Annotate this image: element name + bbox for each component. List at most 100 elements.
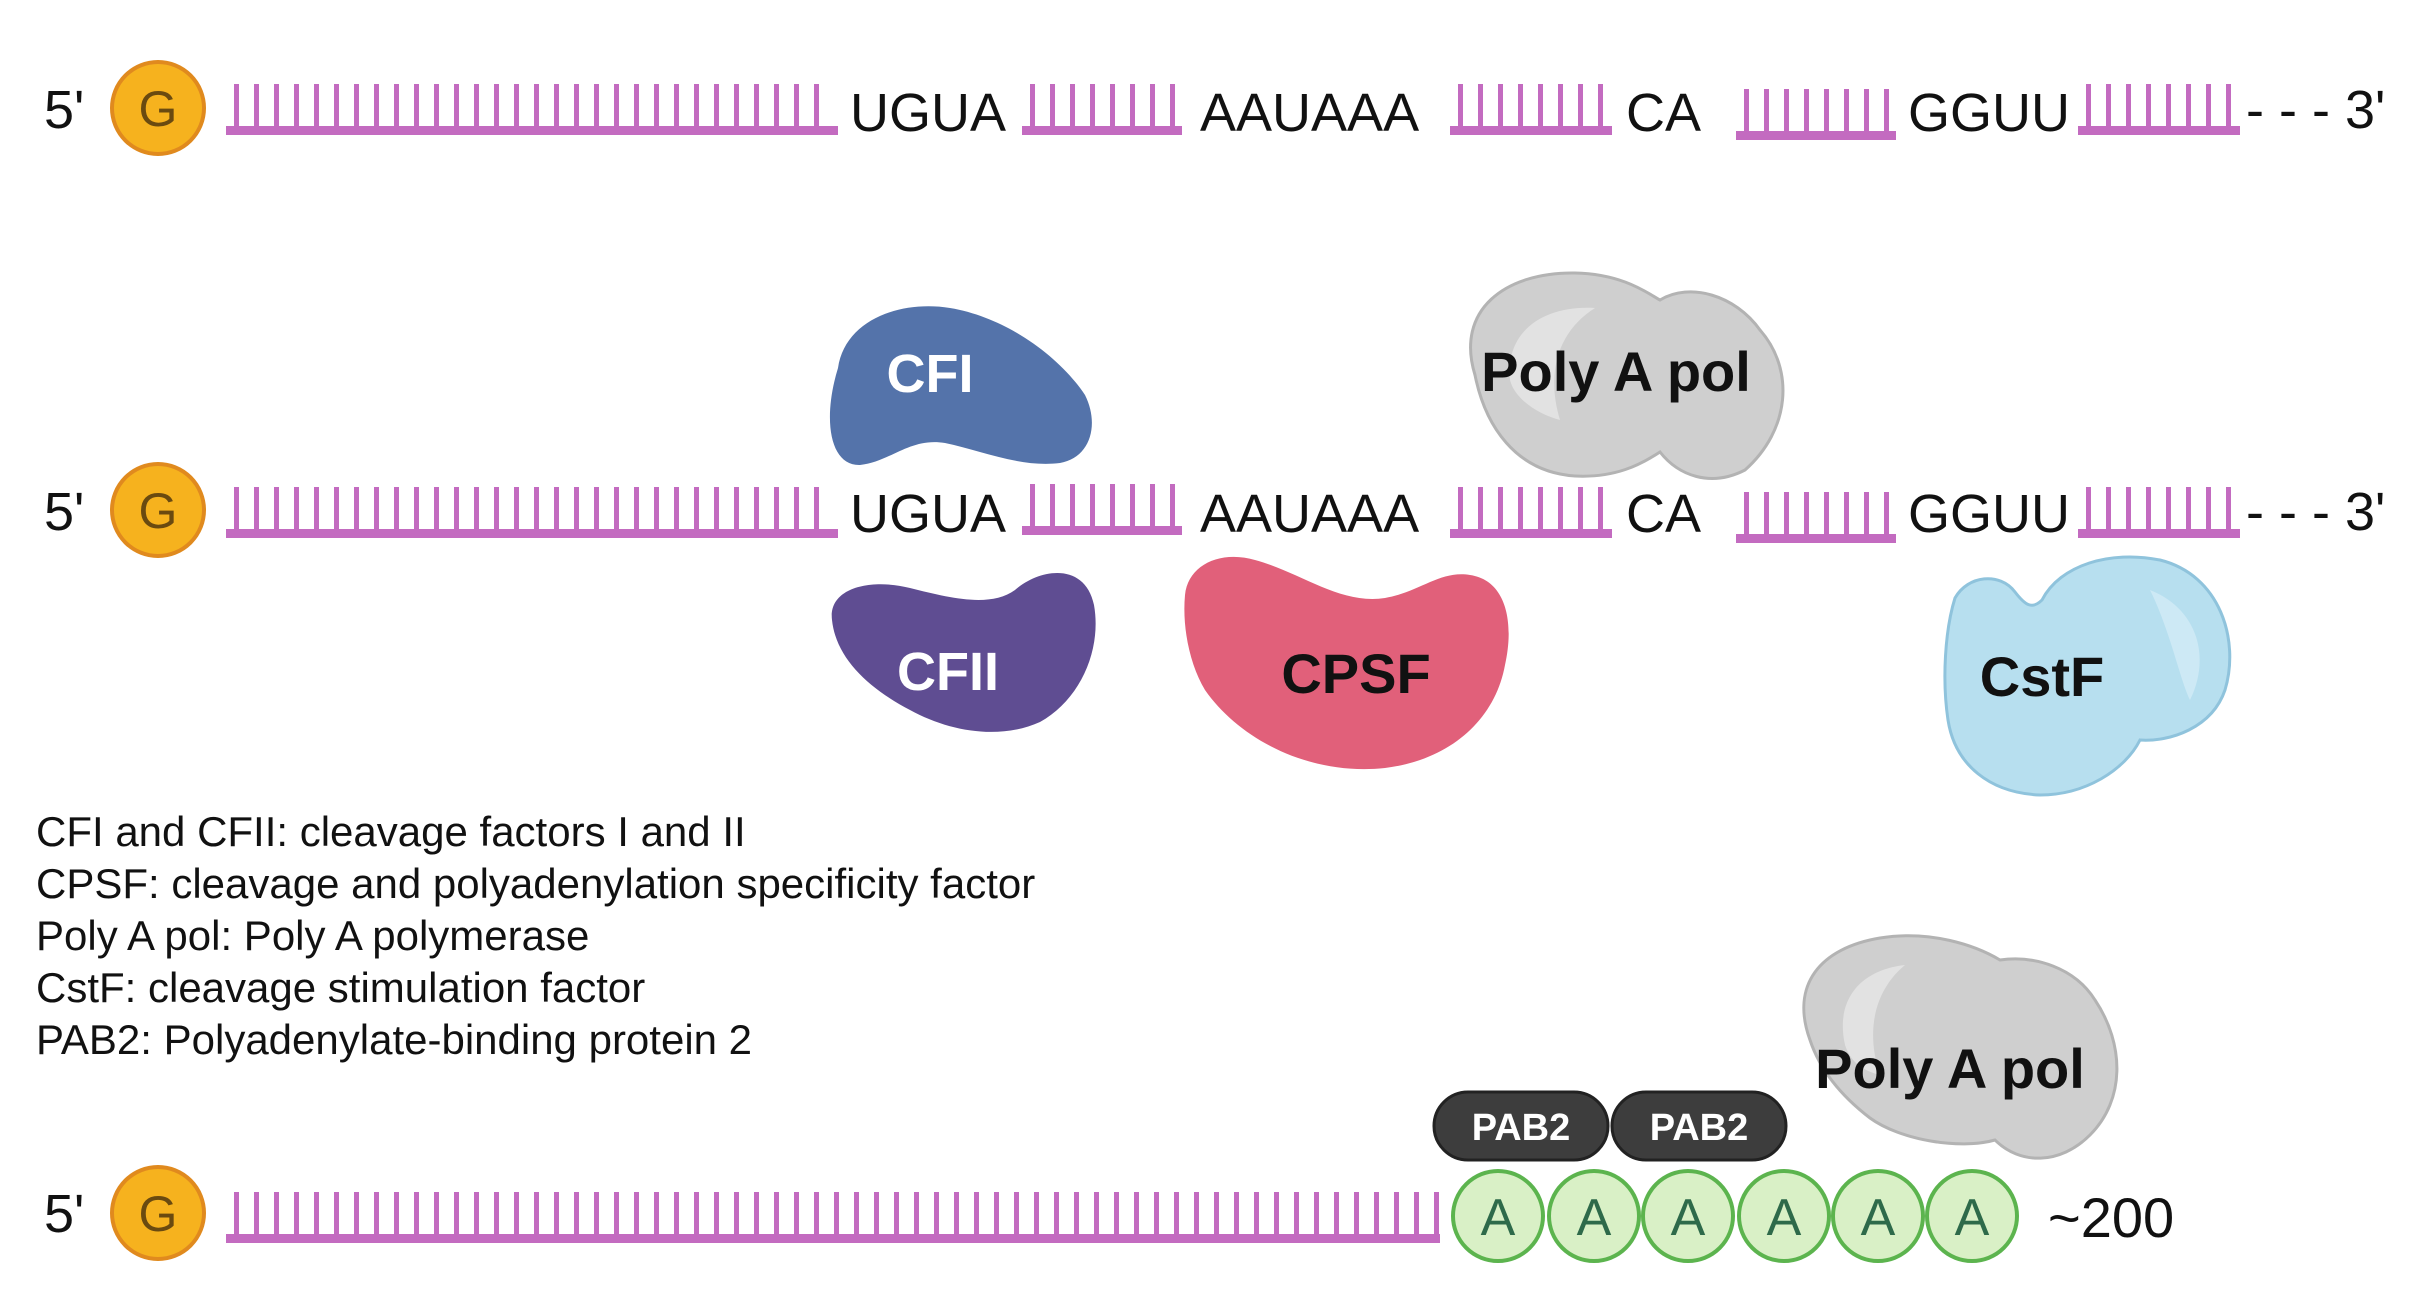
rna-base-tick bbox=[494, 1192, 499, 1236]
rna-base-tick bbox=[794, 1192, 799, 1236]
rna-base-tick bbox=[354, 1192, 359, 1236]
rna-base-tick bbox=[614, 84, 619, 128]
rna-base-tick bbox=[234, 84, 239, 128]
rna-base-tick bbox=[454, 1192, 459, 1236]
rna-base-tick bbox=[1764, 492, 1769, 536]
rna-base-tick bbox=[2206, 487, 2211, 531]
rna-base-tick bbox=[1214, 1192, 1219, 1236]
motif-aauaaa: AAUAAA bbox=[1200, 484, 1419, 544]
rna-base-tick bbox=[1110, 484, 1115, 528]
rna-base-tick bbox=[574, 1192, 579, 1236]
cfi-label: CFI bbox=[887, 344, 974, 404]
rna-base-tick bbox=[814, 1192, 819, 1236]
rna-base-tick bbox=[1054, 1192, 1059, 1236]
rna-base-tick bbox=[314, 487, 319, 531]
rna-base-tick bbox=[1784, 89, 1789, 133]
rna-base-tick bbox=[594, 1192, 599, 1236]
rna-base-tick bbox=[1864, 492, 1869, 536]
poly-a-letter: A bbox=[1861, 1189, 1896, 1247]
rna-base-tick bbox=[2126, 487, 2131, 531]
legend-item: CFI and CFII: cleavage factors I and II bbox=[36, 808, 746, 855]
rna-base-tick bbox=[2186, 84, 2191, 128]
rna-base-tick bbox=[534, 1192, 539, 1236]
rna-base-tick bbox=[354, 84, 359, 128]
rna-base-tick bbox=[1844, 89, 1849, 133]
rna-base-tick bbox=[1314, 1192, 1319, 1236]
legend-item: CstF: cleavage stimulation factor bbox=[36, 964, 646, 1011]
rna-backbone bbox=[226, 126, 838, 135]
rna-base-tick bbox=[634, 84, 639, 128]
rna-base-tick bbox=[1824, 492, 1829, 536]
rna-base-tick bbox=[1518, 487, 1523, 531]
rna-base-tick bbox=[314, 84, 319, 128]
rna-base-tick bbox=[1234, 1192, 1239, 1236]
motif-gguu: GGUU bbox=[1908, 484, 2070, 544]
rna-base-tick bbox=[394, 487, 399, 531]
rna-base-tick bbox=[1538, 84, 1543, 128]
poly-a-pol-label: Poly A pol bbox=[1481, 340, 1751, 403]
rna-base-tick bbox=[714, 1192, 719, 1236]
row-1-three-prime-label: - - - 3' bbox=[2246, 80, 2385, 140]
rna-base-tick bbox=[414, 84, 419, 128]
rna-base-tick bbox=[634, 1192, 639, 1236]
rna-base-tick bbox=[954, 1192, 959, 1236]
rna-base-tick bbox=[434, 487, 439, 531]
row-2-cap-label: G bbox=[139, 483, 178, 539]
rna-base-tick bbox=[1274, 1192, 1279, 1236]
rna-base-tick bbox=[514, 487, 519, 531]
rna-base-tick bbox=[574, 84, 579, 128]
rna-base-tick bbox=[314, 1192, 319, 1236]
rna-base-tick bbox=[2146, 84, 2151, 128]
rna-base-tick bbox=[774, 487, 779, 531]
rna-strand-segment bbox=[226, 487, 838, 538]
poly-a-letter: A bbox=[1955, 1189, 1990, 1247]
rna-base-tick bbox=[1884, 492, 1889, 536]
poly-a-bead bbox=[1451, 1169, 1545, 1263]
rna-strand-segment bbox=[1450, 84, 1612, 135]
rna-base-tick bbox=[1110, 84, 1115, 128]
cfii-label: CFII bbox=[897, 642, 999, 702]
rna-base-tick bbox=[1558, 84, 1563, 128]
rna-base-tick bbox=[414, 1192, 419, 1236]
poly-a-bead bbox=[1547, 1169, 1641, 1263]
rna-base-tick bbox=[1884, 89, 1889, 133]
rna-base-tick bbox=[374, 487, 379, 531]
rna-base-tick bbox=[1254, 1192, 1259, 1236]
cstf-highlight bbox=[2150, 590, 2200, 700]
rna-base-tick bbox=[434, 84, 439, 128]
motif-ugua: UGUA bbox=[850, 83, 1006, 143]
rna-base-tick bbox=[1354, 1192, 1359, 1236]
rna-base-tick bbox=[694, 1192, 699, 1236]
rna-base-tick bbox=[1518, 84, 1523, 128]
rna-backbone bbox=[1736, 131, 1896, 140]
rna-base-tick bbox=[1030, 84, 1035, 128]
rna-strand-segment bbox=[1450, 487, 1612, 538]
rna-base-tick bbox=[1050, 84, 1055, 128]
row-1-cap-label: G bbox=[139, 81, 178, 137]
rna-base-tick bbox=[1478, 487, 1483, 531]
row-1-pre-mrna: 5' G UGUA AAUAAA CA GGUU - - - 3' bbox=[44, 60, 2385, 156]
rna-base-tick bbox=[614, 487, 619, 531]
rna-strand-segment bbox=[1736, 89, 1896, 140]
rna-base-tick bbox=[774, 84, 779, 128]
rna-base-tick bbox=[1150, 84, 1155, 128]
rna-base-tick bbox=[474, 487, 479, 531]
rna-base-tick bbox=[394, 84, 399, 128]
rna-base-tick bbox=[1538, 487, 1543, 531]
pab2-protein-shape bbox=[1432, 1090, 1610, 1162]
cpsf-label: CPSF bbox=[1281, 642, 1430, 705]
rna-base-tick bbox=[274, 84, 279, 128]
rna-base-tick bbox=[714, 487, 719, 531]
poly-a-bead bbox=[1641, 1169, 1735, 1263]
rna-base-tick bbox=[554, 1192, 559, 1236]
rna-base-tick bbox=[694, 487, 699, 531]
row-2-three-prime-label: - - - 3' bbox=[2246, 482, 2385, 542]
rna-base-tick bbox=[1334, 1192, 1339, 1236]
pab2-label: PAB2 bbox=[1650, 1107, 1749, 1149]
rna-base-tick bbox=[1174, 1192, 1179, 1236]
row-2-cleavage-complex: CFI Poly A pol 5' G UGUA AAUAAA CA GGUU … bbox=[44, 271, 2385, 797]
motif-ugua: UGUA bbox=[850, 484, 1006, 544]
rna-base-tick bbox=[654, 487, 659, 531]
rna-base-tick bbox=[1070, 484, 1075, 528]
